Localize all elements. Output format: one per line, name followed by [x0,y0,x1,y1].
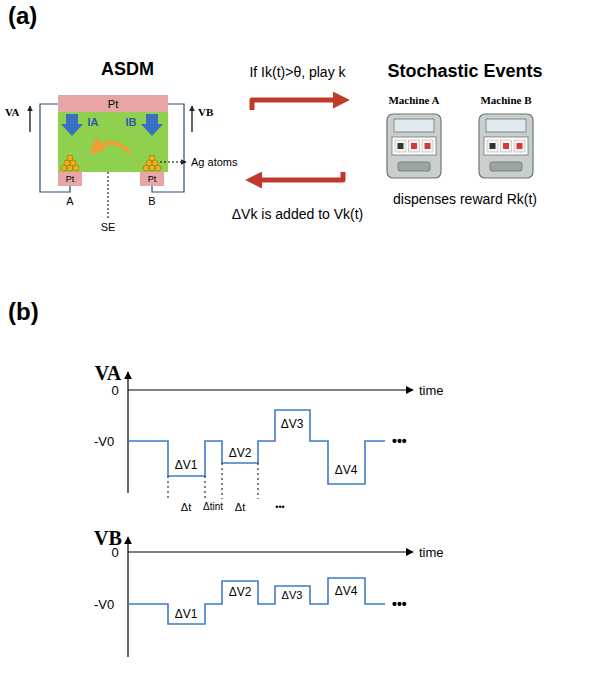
step-label: ΔV3 [282,590,303,601]
step-label: ΔV1 [175,459,198,471]
machine-window [392,137,436,155]
step-label: ΔV1 [175,608,198,620]
machine-screen [486,119,526,132]
plot-b [128,537,413,657]
machine-label: Machine B [467,94,545,106]
axis [128,551,413,552]
reel-symbol [411,143,417,149]
caption-text: dispenses reward Rk(t) [393,192,537,206]
waveform [128,410,385,484]
edge-label: If Ik(t)>θ, play k [247,64,347,80]
migration-arrow [92,143,130,152]
reel-symbol [517,143,523,149]
panel-heading: Stochastic Events [345,62,585,82]
interval-label: Δtint [203,502,223,512]
interval-label: Δt [181,502,191,513]
slot-machine: Machine B [467,94,545,186]
voltage-label: VB [198,107,213,118]
machine-reel [395,140,406,152]
ellipsis: ••• [392,597,407,611]
machine-body [479,114,533,178]
axis-title: VA [95,363,121,383]
machine-body [387,114,441,178]
step-label: ΔV4 [335,464,358,476]
coin-tray [398,162,430,171]
machine-reel [501,140,512,152]
coin-tray [490,162,522,171]
tick-label: -V0 [94,435,114,448]
material-label: Pt [108,98,118,109]
pt-electrode [58,95,168,112]
waveform [128,578,385,624]
terminal-label: SE [101,222,116,233]
reel-symbol [425,143,431,149]
voltage-arrow [29,106,30,132]
axis-label: time [419,384,444,397]
current-label: IB [126,117,137,128]
material-label: Pt [148,175,157,184]
material-label: Ag atoms [191,157,237,168]
terminal-label: B [148,196,155,207]
axis-label: time [419,546,444,559]
slot-machine-picture [375,112,453,182]
device [30,95,192,218]
plot-a [128,372,413,499]
step-label: ΔV4 [335,585,358,597]
interval-label: Δt [235,502,245,513]
leader-line [108,172,109,218]
voltage-label: VA [5,107,19,118]
machine-label: Machine A [375,94,453,106]
reel-symbol [398,143,404,149]
ag-atoms [61,155,161,171]
feedback-arrow [252,172,343,180]
voltage-arrow [191,106,192,132]
terminal-label: A [66,196,73,207]
pt-pad [58,172,82,186]
panel-heading: ASDM [5,60,250,80]
machine-window [484,137,528,155]
axis [128,389,413,390]
feedback-arrow [252,100,343,110]
edge-label: ΔVk is added to Vk(t) [230,206,366,222]
slot-machine: Machine A [375,94,453,186]
ellipsis: ••• [392,434,407,448]
pt-pad [140,172,164,186]
reel-symbol [503,143,509,149]
device-panel: ASDM [5,60,250,235]
machine-reel [409,140,420,152]
tick-label: -V0 [94,598,114,611]
events-panel: Machine A Machine B Stochastic Events [345,62,585,212]
current-arrow [141,114,163,136]
ellipsis: ••• [275,503,284,512]
machine-reel [514,140,525,152]
slot-machine-picture [467,112,545,182]
material-label: Pt [66,175,75,184]
step-label: ΔV2 [229,447,252,459]
step-label: ΔV2 [229,586,252,598]
axis [127,537,128,657]
panel-label: (b) [8,300,39,324]
panel-label: (a) [8,4,37,28]
machine-reel [422,140,433,152]
electrolyte [58,112,168,172]
reel-symbol [490,143,496,149]
machine-screen [394,119,434,132]
current-label: IA [88,117,99,128]
step-label: ΔV3 [281,418,304,430]
current-arrow [61,114,83,136]
tick-label: 0 [111,384,118,397]
leader-line [160,162,186,163]
tick-label: 0 [111,546,118,559]
machine-reel [487,140,498,152]
